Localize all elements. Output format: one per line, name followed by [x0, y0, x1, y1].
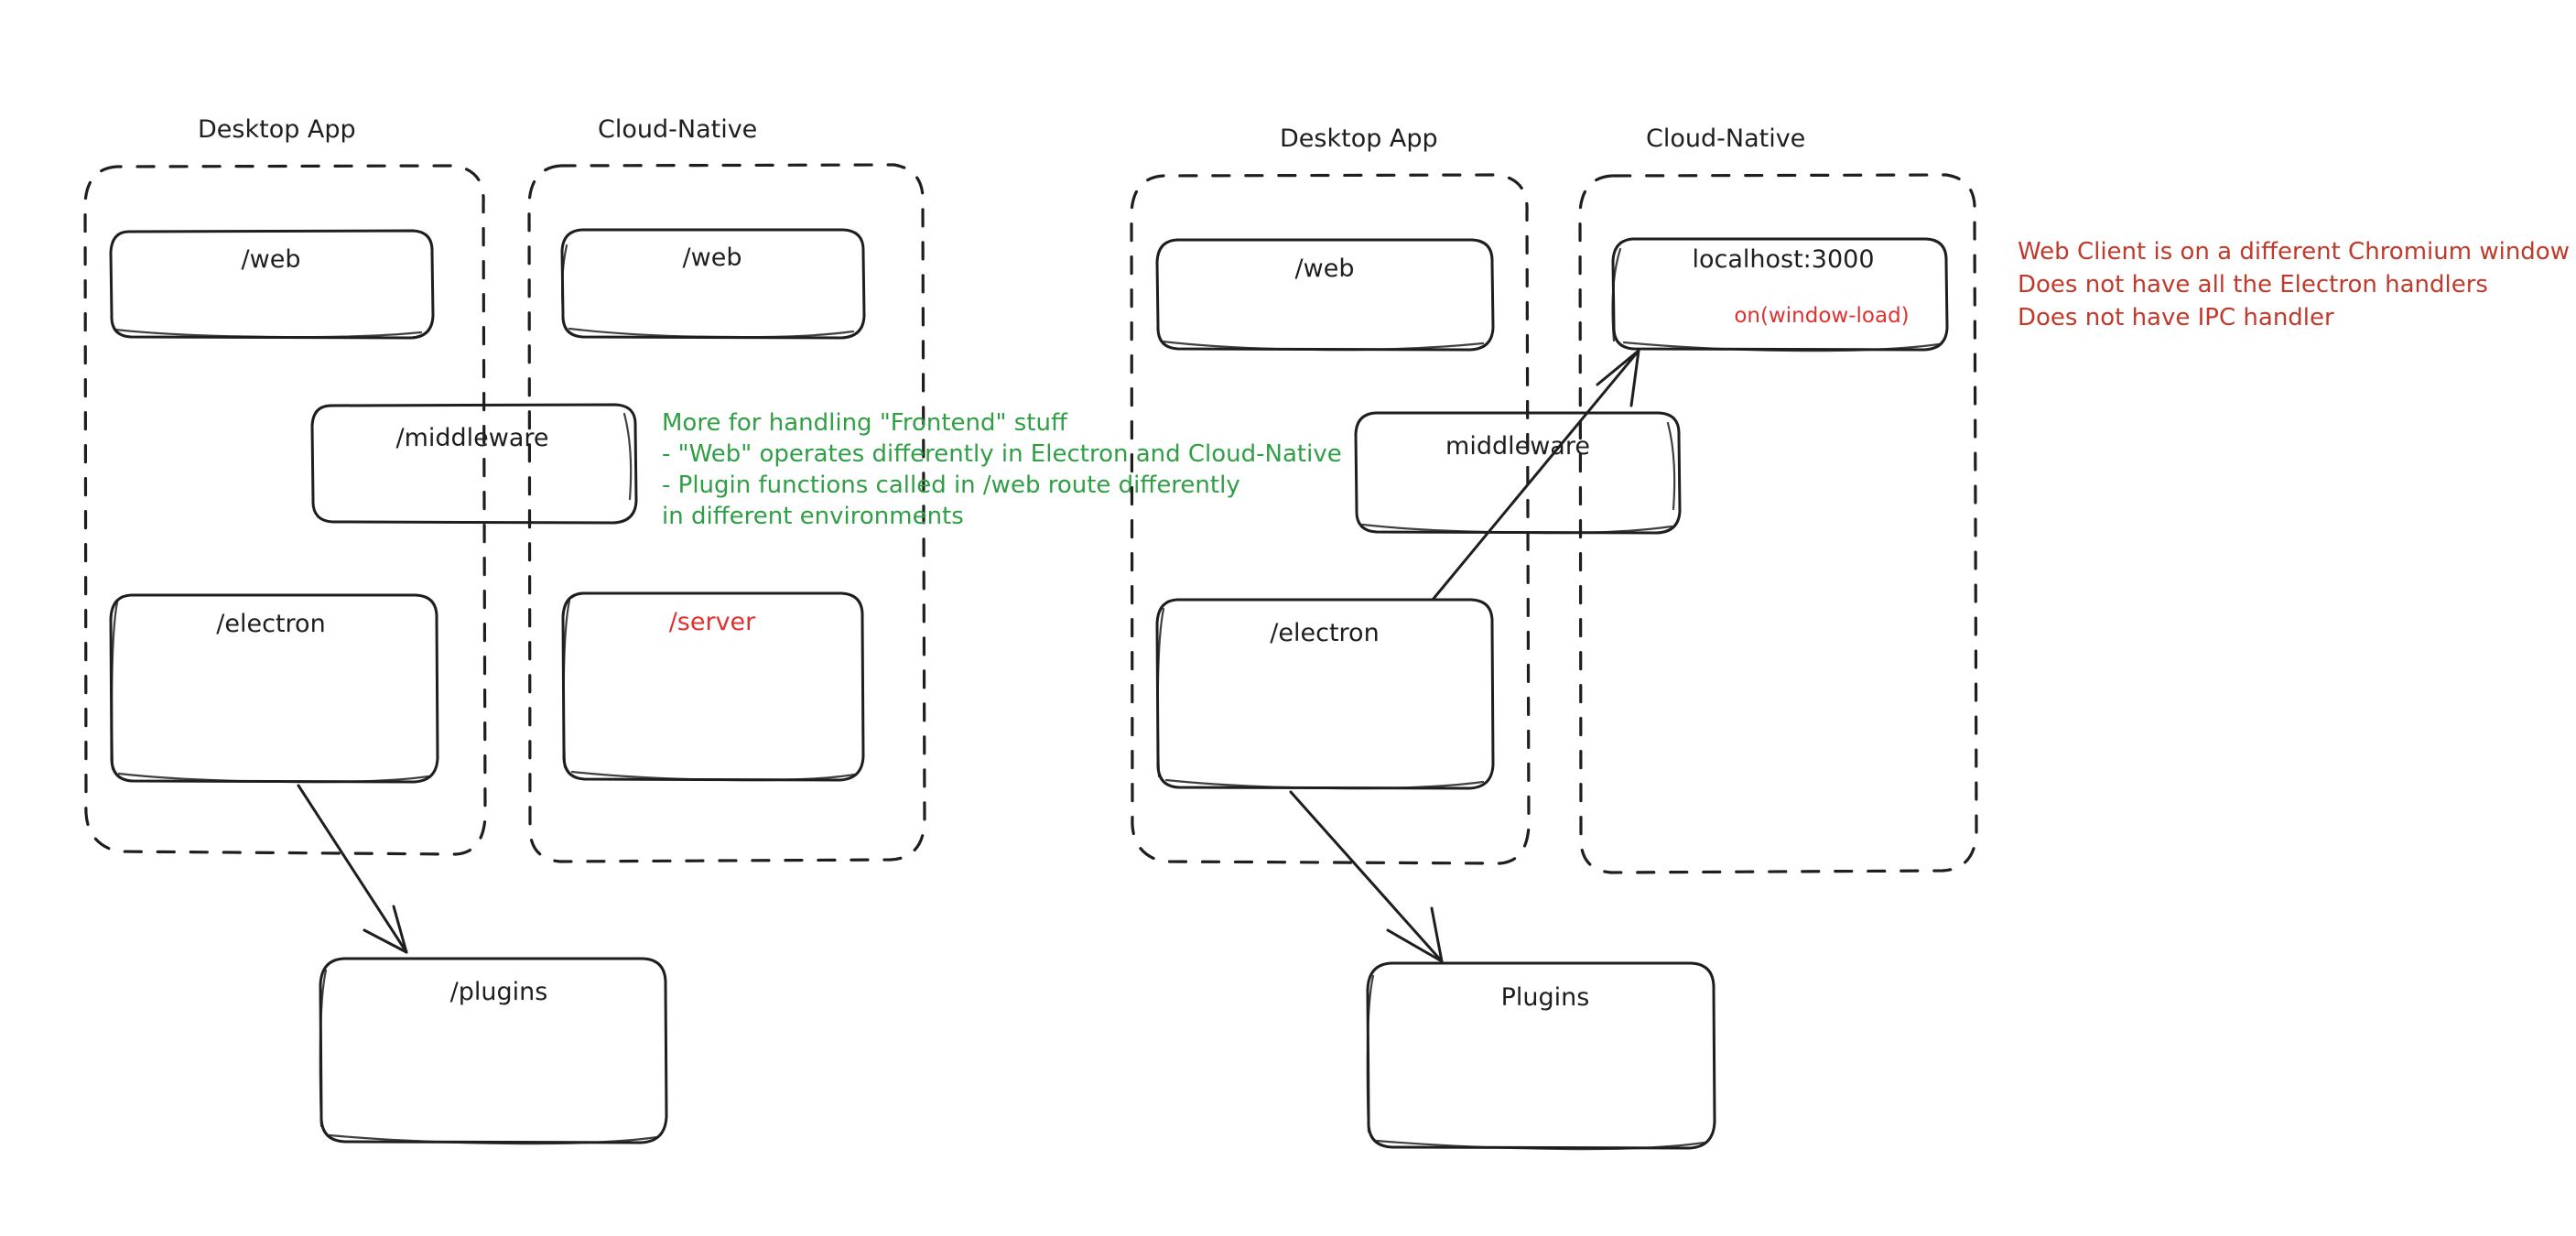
right-electron-to-localhost-arrow: [1431, 349, 1640, 602]
left-cloud-native-label: Cloud-Native: [598, 115, 757, 144]
green-note: More for handling "Frontend" stuff - "We…: [662, 409, 1342, 530]
right-plugins-label: Plugins: [1501, 983, 1590, 1012]
right-electron-box[interactable]: /electron: [1155, 598, 1495, 790]
left-desktop-app-container: [83, 164, 487, 856]
right-cloud-native-label: Cloud-Native: [1646, 125, 1805, 153]
green-note-line-4: in different environments: [662, 503, 964, 530]
right-localhost-label: localhost:3000: [1692, 245, 1874, 274]
right-web-desktop-box[interactable]: /web: [1155, 238, 1495, 352]
right-web-desktop-label: /web: [1295, 255, 1355, 283]
red-note: Web Client is on a different Chromium wi…: [2018, 238, 2570, 331]
green-note-line-2: - "Web" operates differently in Electron…: [662, 440, 1342, 468]
left-web-desktop-box[interactable]: /web: [109, 229, 435, 340]
right-localhost-box[interactable]: localhost:3000 on(window-load): [1611, 237, 1949, 352]
right-electron-to-plugins-arrow: [1289, 790, 1444, 963]
green-note-line-3: - Plugin functions called in /web route …: [662, 472, 1240, 499]
right-desktop-app-label: Desktop App: [1280, 125, 1438, 153]
green-note-line-1: More for handling "Frontend" stuff: [662, 409, 1068, 437]
right-cloud-native-container: [1578, 173, 1978, 874]
left-server-label: /server: [669, 608, 756, 636]
left-web-desktop-label: /web: [242, 245, 301, 274]
left-web-cloud-label: /web: [683, 244, 742, 272]
right-localhost-sublabel: on(window-load): [1734, 304, 1909, 328]
left-web-cloud-box[interactable]: /web: [560, 228, 866, 340]
red-note-line-2: Does not have all the Electron handlers: [2018, 271, 2488, 298]
left-electron-box[interactable]: /electron: [109, 593, 439, 784]
left-plugins-box[interactable]: /plugins: [319, 957, 668, 1145]
left-electron-to-plugins-arrow: [297, 784, 408, 954]
left-middleware-label: /middleware: [395, 424, 548, 452]
left-desktop-app-label: Desktop App: [198, 115, 356, 144]
right-middleware-box[interactable]: middleware: [1354, 411, 1682, 535]
left-plugins-label: /plugins: [450, 978, 548, 1006]
left-cloud-native-container: [527, 163, 926, 863]
red-note-line-1: Web Client is on a different Chromium wi…: [2018, 238, 2570, 266]
left-server-box[interactable]: /server: [561, 591, 865, 782]
left-middleware-box[interactable]: /middleware: [310, 403, 638, 525]
left-electron-label: /electron: [216, 610, 325, 638]
red-note-line-3: Does not have IPC handler: [2018, 304, 2334, 331]
right-plugins-box[interactable]: Plugins: [1366, 961, 1716, 1151]
right-desktop-app-container: [1130, 173, 1531, 865]
right-electron-label: /electron: [1270, 619, 1379, 647]
